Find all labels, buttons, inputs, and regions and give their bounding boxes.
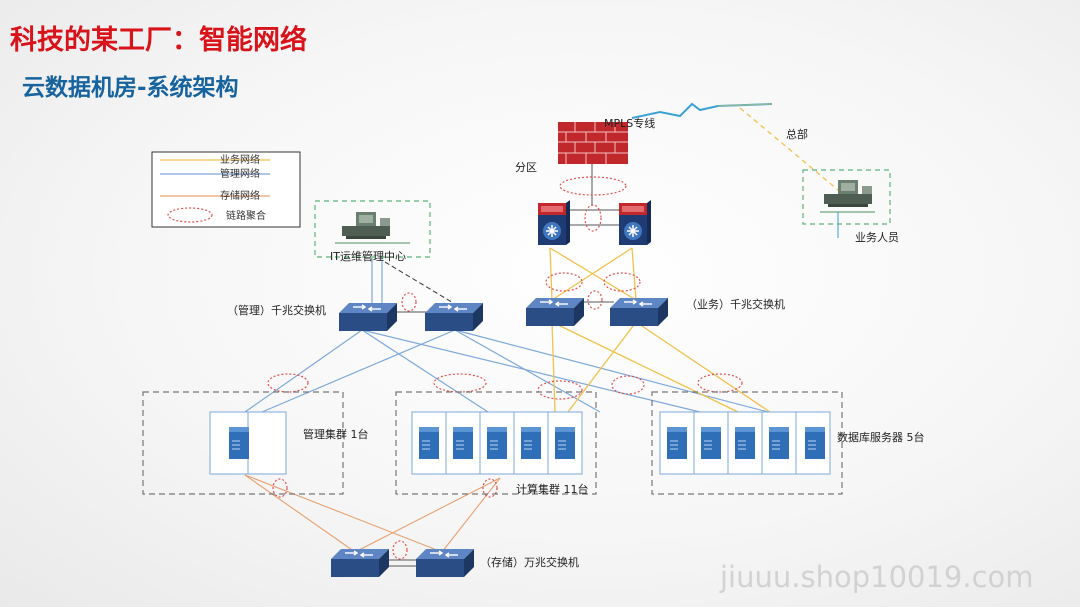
legend-label: 管理网络 [220, 167, 260, 180]
router-icon [618, 199, 652, 246]
mpls-label: MPLS专线 [604, 116, 655, 130]
switch-icon [525, 297, 585, 327]
mgmt-cluster: 管理集群 1台 [142, 391, 369, 495]
switch-icon [415, 548, 475, 578]
server-icon [804, 426, 826, 460]
partition-label: 分区 [515, 161, 537, 174]
server-icon [486, 426, 508, 460]
legend: 业务网络 管理网络 存储网络 链路聚合 [151, 151, 301, 228]
router-icon [537, 199, 571, 246]
db-servers-label: 数据库服务器 5台 [837, 430, 925, 444]
storage-switch-label: （存储）万兆交换机 [480, 555, 579, 569]
watermark: jiuuu.shop10019.com [719, 560, 1034, 594]
legend-item-aggregation: 链路聚合 [167, 207, 266, 223]
server-icon [768, 426, 790, 460]
firewall-icon [558, 122, 628, 164]
business-links [549, 107, 851, 413]
legend-label: 存储网络 [220, 189, 260, 202]
legend-item-management: 管理网络 [160, 167, 270, 180]
legend-label: 业务网络 [220, 153, 260, 166]
page-title: 科技的某工厂：智能网络 [10, 25, 307, 56]
biz-switch-label: （业务）千兆交换机 [686, 297, 785, 311]
hq-label: 总部 [786, 127, 808, 141]
legend-label: 链路聚合 [226, 209, 266, 222]
storage-links [244, 474, 501, 553]
legend-item-business: 业务网络 [160, 153, 270, 166]
switch-icon [330, 548, 390, 578]
server-icon [666, 426, 688, 460]
legend-item-storage: 存储网络 [160, 189, 270, 202]
core-links [370, 163, 620, 567]
server-icon [418, 426, 440, 460]
it-center: IT运维管理中心 [314, 200, 431, 263]
server-icon [452, 426, 474, 460]
server-icon [228, 426, 250, 460]
switch-icon [424, 302, 484, 332]
compute-cluster: 计算集群 11台 [395, 391, 597, 496]
switch-icon [338, 302, 398, 332]
it-center-label: IT运维管理中心 [330, 249, 406, 263]
compute-cluster-label: 计算集群 11台 [516, 482, 589, 496]
mgmt-switch-label: （管理）千兆交换机 [227, 303, 326, 317]
server-icon [520, 426, 542, 460]
page-subtitle: 云数据机房-系统架构 [22, 75, 239, 101]
business-staff-label: 业务人员 [855, 231, 899, 244]
lightning-icon [631, 102, 773, 119]
management-links [244, 258, 769, 413]
workstation-icon [342, 212, 390, 239]
business-staff: 业务人员 [802, 169, 899, 244]
mgmt-cluster-label: 管理集群 1台 [303, 427, 369, 441]
mgmt-dashed-link [384, 261, 456, 305]
switch-icon [609, 297, 669, 327]
db-servers: 数据库服务器 5台 [651, 391, 925, 495]
server-icon [734, 426, 756, 460]
server-icon [700, 426, 722, 460]
aggregation-ellipses [267, 176, 743, 560]
server-icon [554, 426, 576, 460]
